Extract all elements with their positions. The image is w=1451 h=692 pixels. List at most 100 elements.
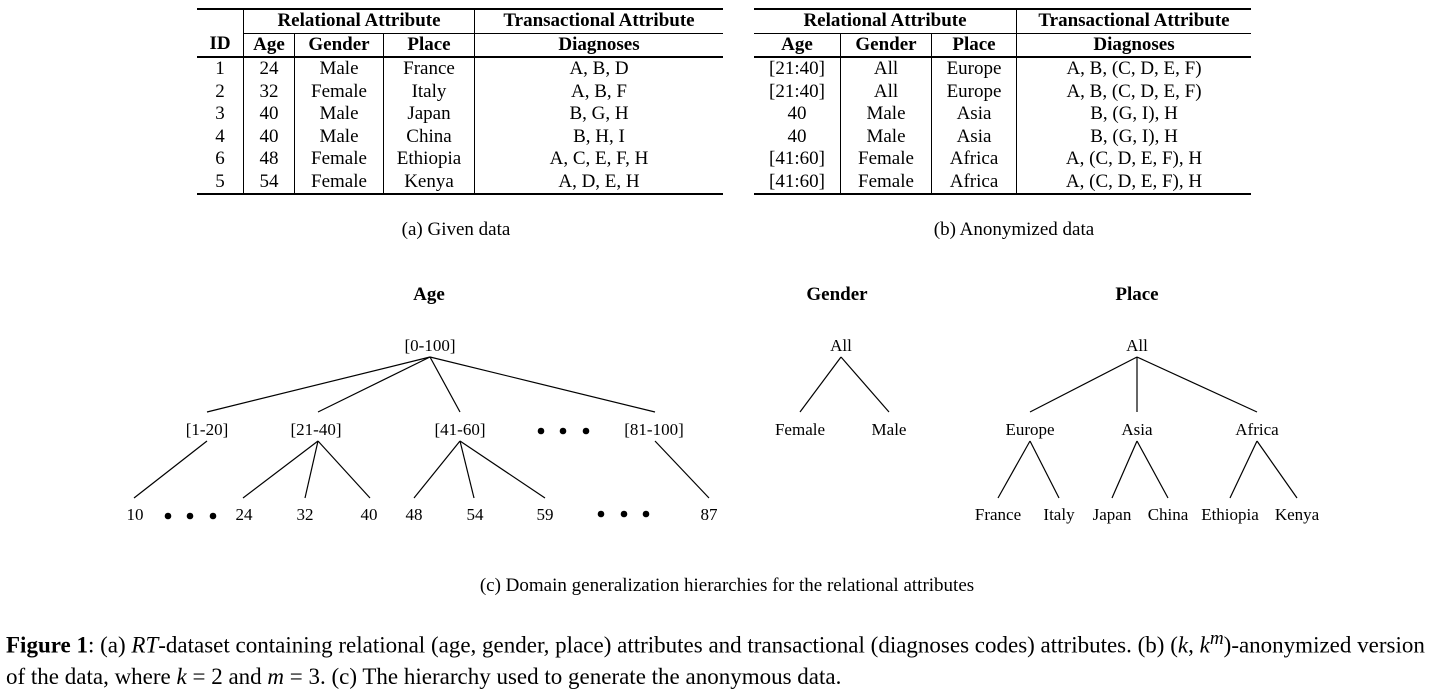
cell-gender: Male [294, 125, 384, 148]
cell-place: Japan [383, 103, 475, 126]
cell-age: 40 [754, 103, 841, 126]
place-leaf: Japan [1093, 505, 1132, 524]
cell-diagnoses: A, B, (C, D, E, F) [1066, 58, 1202, 79]
caption-text: = 3. (c) The hierarchy used to generate … [284, 663, 842, 689]
cell-diagnoses: B, G, H [569, 103, 629, 124]
place-root-node: All [1126, 336, 1148, 355]
column-header-diagnoses: Diagnoses [1016, 33, 1251, 58]
age-leaf: 10 [127, 505, 144, 524]
cell-place: China [383, 125, 475, 148]
table-row: 5 54 Female Kenya A, D, E, H [197, 170, 723, 195]
caption-text: = 2 and [186, 663, 268, 689]
table-row: 40 Male Asia B, (G, I), H [754, 125, 1251, 148]
cell-gender: All [840, 80, 932, 103]
column-header-diagnoses: Diagnoses [474, 33, 723, 58]
cell-place: France [383, 57, 475, 81]
column-header-age: Age [243, 33, 295, 58]
cell-diagnoses: A, C, E, F, H [549, 148, 649, 169]
place-leaf: Kenya [1275, 505, 1320, 524]
age-node: [81-100] [624, 420, 683, 439]
gender-node: Female [775, 420, 825, 439]
cell-id: 5 [197, 170, 244, 195]
cell-gender: Male [294, 103, 384, 126]
table-row: [21:40] All Europe A, B, (C, D, E, F) [754, 57, 1251, 81]
cell-age: 32 [243, 80, 295, 103]
caption-math: k [176, 663, 187, 689]
cell-diagnoses: B, H, I [573, 125, 625, 147]
cell-place: Africa [931, 148, 1017, 171]
relational-attribute-header: Relational Attribute [754, 8, 1017, 34]
cell-gender: Male [840, 125, 932, 148]
table-row: 3 40 Male Japan B, G, H [197, 103, 723, 126]
cell-id: 2 [197, 80, 244, 103]
age-node: [1-20] [186, 420, 228, 439]
cell-age: [21:40] [754, 57, 841, 81]
cell-age: [21:40] [754, 80, 841, 103]
column-header-age: Age [754, 33, 841, 58]
cell-place: Africa [931, 170, 1017, 195]
cell-age: [41:60] [754, 170, 841, 195]
place-node: Africa [1235, 420, 1279, 439]
transactional-attribute-header: Transactional Attribute [1016, 8, 1251, 34]
cell-gender: Female [294, 148, 384, 171]
place-leaf: China [1148, 505, 1189, 524]
place-leaf: Italy [1043, 505, 1075, 524]
caption-text: : (a) [87, 632, 132, 658]
table-row: 1 24 Male France A, B, D [197, 57, 723, 81]
cell-place: Ethiopia [383, 148, 475, 171]
column-header-gender: Gender [294, 33, 384, 58]
caption-math: k [1199, 632, 1210, 658]
cell-gender: Male [294, 57, 384, 81]
transactional-attribute-header: Transactional Attribute [474, 8, 723, 34]
cell-gender: Female [840, 148, 932, 171]
cell-place: Asia [931, 103, 1017, 126]
hierarchy-edges [133, 356, 1298, 499]
age-hierarchy-title: Age [413, 284, 445, 305]
cell-diagnoses: A, B, F [571, 80, 627, 102]
cell-gender: All [840, 57, 932, 81]
relational-attribute-header: Relational Attribute [243, 8, 475, 34]
cell-age: 48 [243, 148, 295, 171]
age-leaf: 32 [297, 505, 314, 524]
given-data-table: Relational Attribute Transactional Attri… [197, 8, 723, 195]
caption-math: m [267, 663, 285, 689]
gender-hierarchy-title: Gender [806, 284, 868, 305]
age-leaf: 54 [467, 505, 485, 524]
table-row: 6 48 Female Ethiopia A, C, E, F, H [197, 148, 723, 171]
age-node: [21-40] [291, 420, 342, 439]
age-root-node: [0-100] [405, 336, 456, 355]
cell-gender: Female [840, 170, 932, 195]
caption-text: )-anonymized version of the data, where [6, 632, 1425, 689]
table-row: [21:40] All Europe A, B, (C, D, E, F) [754, 80, 1251, 103]
cell-age: 24 [243, 57, 295, 81]
cell-place: Italy [383, 80, 475, 103]
cell-id: 4 [197, 125, 244, 148]
cell-diagnoses: A, B, (C, D, E, F) [1066, 80, 1202, 102]
cell-id: 1 [197, 57, 244, 81]
place-leaf: Ethiopia [1201, 505, 1259, 524]
cell-age: 40 [243, 103, 295, 126]
age-node: [41-60] [435, 420, 486, 439]
cell-place: Asia [931, 125, 1017, 148]
column-header-gender: Gender [840, 33, 932, 58]
place-node: Asia [1121, 420, 1153, 439]
cell-diagnoses: A, D, E, H [474, 170, 723, 195]
cell-diagnoses: B, (G, I), H [1090, 125, 1178, 147]
age-leaf: 24 [236, 505, 254, 524]
caption-math: RT [131, 632, 159, 658]
cell-id: 3 [197, 103, 244, 126]
age-leaf: 40 [361, 505, 378, 524]
column-header-id: ID [197, 33, 244, 58]
caption-text: , [1188, 632, 1200, 658]
header-blank [197, 8, 244, 33]
gender-root-node: All [830, 336, 852, 355]
cell-age: 54 [243, 170, 295, 195]
table-row: [41:60] Female Africa A, (C, D, E, F), H [754, 148, 1251, 171]
cell-gender: Male [840, 103, 932, 126]
cell-diagnoses: A, (C, D, E, F), H [1016, 170, 1251, 195]
ellipsis-dots [164, 427, 650, 520]
cell-place: Europe [931, 57, 1017, 81]
table-row: [41:60] Female Africa A, (C, D, E, F), H [754, 170, 1251, 195]
cell-diagnoses: A, B, D [569, 58, 629, 79]
table-row: 2 32 Female Italy A, B, F [197, 80, 723, 103]
